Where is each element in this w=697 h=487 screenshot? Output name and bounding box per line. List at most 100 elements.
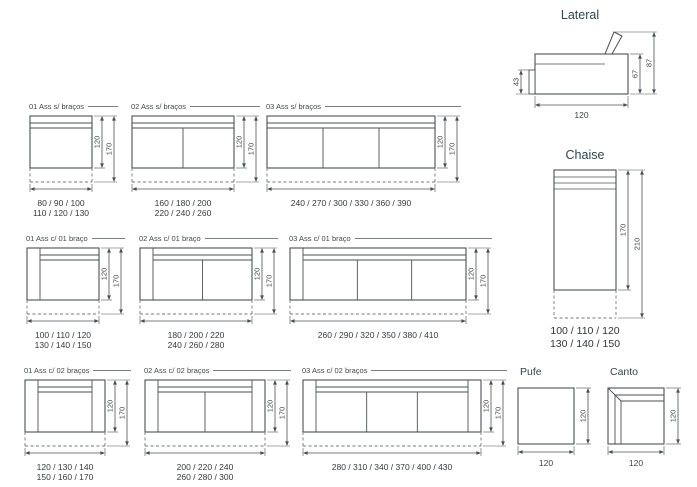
chaise-top-view-drawing: 170 210 [553, 169, 645, 319]
title-rule [204, 237, 278, 239]
width-options-line1: 280 / 310 / 340 / 370 / 400 / 430 [331, 462, 453, 472]
width-options-line2: 130 / 140 / 150 [34, 340, 92, 350]
dim-label: 170 [118, 407, 127, 420]
width-options-line1: 100 / 110 / 120 [550, 325, 620, 337]
dim-label: 170 [112, 275, 121, 288]
dim-label: 120 [467, 268, 476, 281]
width-options-line1: 120 / 130 / 140 [36, 462, 94, 472]
module-title-bar: 03 Ass c/ 02 braços [301, 364, 507, 376]
dim-label: 120 [482, 400, 491, 413]
width-options: 260 / 290 / 320 / 350 / 380 / 410 [288, 330, 468, 340]
dim-label: 120 [436, 136, 445, 149]
module-title-bar: 03 Ass c/ 01 braço [288, 232, 492, 244]
width-options: 180 / 200 / 220 240 / 260 / 280 [138, 330, 254, 350]
module-title: 01 Ass c/ 02 braços [24, 365, 90, 375]
dim-label: 120 [253, 268, 262, 281]
title-rule [371, 369, 507, 371]
dim-label: 120 [579, 410, 588, 423]
dim-label: 120 [100, 268, 109, 281]
width-options-line2: 130 / 140 / 150 [549, 338, 621, 350]
dim-label: 170 [105, 143, 114, 156]
module-title: 01 Ass c/ 01 braço [26, 233, 88, 243]
dim-label: 170 [265, 275, 274, 288]
title-rule [213, 369, 291, 371]
width-options: 280 / 310 / 340 / 370 / 400 / 430 [301, 462, 483, 472]
width-options-line2: 240 / 260 / 280 [167, 340, 225, 350]
pufe-drawing: 120 120 [517, 387, 591, 468]
width-options-line1: 100 / 110 / 120 [34, 330, 92, 340]
module-title: 02 Ass c/ 02 braços [144, 365, 210, 375]
dim-label: 170 [494, 407, 503, 420]
dim-label: 170 [619, 224, 628, 237]
dim-label: 120 [235, 136, 244, 149]
module-title: 03 Ass c/ 02 braços [302, 365, 368, 375]
width-options-line2: 220 / 240 / 260 [154, 208, 212, 218]
pufe-title: Pufe [520, 366, 542, 378]
width-options-line2: 110 / 120 / 130 [32, 208, 90, 218]
module-title-bar: 02 Ass s/ braços [130, 100, 260, 112]
width-options-line1: 180 / 200 / 220 [167, 330, 225, 340]
dim-label: 120 [539, 458, 553, 468]
dim-label: 120 [106, 400, 115, 413]
module-title: 02 Ass c/ 01 braço [139, 233, 201, 243]
dim-label: 170 [278, 407, 287, 420]
dim-label: 120 [629, 458, 643, 468]
chaise-title: Chaise [565, 148, 605, 162]
dim-label: 87 [645, 59, 654, 67]
module-title-bar: 02 Ass c/ 01 braço [138, 232, 278, 244]
dim-label: 120 [574, 110, 588, 120]
module-title: 03 Ass s/ braços [266, 101, 322, 111]
module-title-bar: 01 Ass c/ 02 braços [23, 364, 131, 376]
dim-label: 170 [479, 275, 488, 288]
dim-label: 120 [266, 400, 275, 413]
dim-label: 210 [633, 238, 642, 251]
width-options-line1: 240 / 270 / 300 / 330 / 360 / 390 [290, 198, 412, 208]
dim-label: 120 [93, 136, 102, 149]
module-title-bar: 01 Ass c/ 01 braço [25, 232, 125, 244]
title-rule [325, 105, 461, 107]
title-rule [91, 237, 125, 239]
title-rule [190, 105, 260, 107]
width-options-line1: 160 / 180 / 200 [154, 198, 212, 208]
module-title-bar: 02 Ass c/ 02 braços [143, 364, 291, 376]
title-rule [354, 237, 492, 239]
width-options-line2: 150 / 160 / 170 [36, 472, 94, 482]
title-rule [88, 105, 118, 107]
module-title: 02 Ass s/ braços [131, 101, 187, 111]
width-options: 200 / 220 / 240 260 / 280 / 300 [143, 462, 267, 482]
width-options-line1: 200 / 220 / 240 [176, 462, 234, 472]
width-options: 100 / 110 / 120 130 / 140 / 150 [25, 330, 101, 350]
title-rule [93, 369, 131, 371]
width-options-line1: 260 / 290 / 320 / 350 / 380 / 410 [317, 330, 439, 340]
width-options-line1: 80 / 90 / 100 [37, 198, 85, 208]
width-options: 80 / 90 / 100 110 / 120 / 130 [28, 198, 94, 218]
canto-title: Canto [610, 366, 639, 378]
lateral-title: Lateral [560, 8, 600, 22]
module-title-bar: 03 Ass s/ braços [265, 100, 461, 112]
width-options: 160 / 180 / 200 220 / 240 / 260 [130, 198, 236, 218]
module-title-bar: 01 Ass s/ braços [28, 100, 118, 112]
pufe-section: Pufe 120 120 [512, 366, 608, 472]
dim-label: 170 [448, 143, 457, 156]
module-title: 03 Ass c/ 01 braço [289, 233, 351, 243]
dim-label: 67 [631, 70, 640, 78]
chaise-width-options: 100 / 110 / 120 130 / 140 / 150 [542, 325, 628, 351]
